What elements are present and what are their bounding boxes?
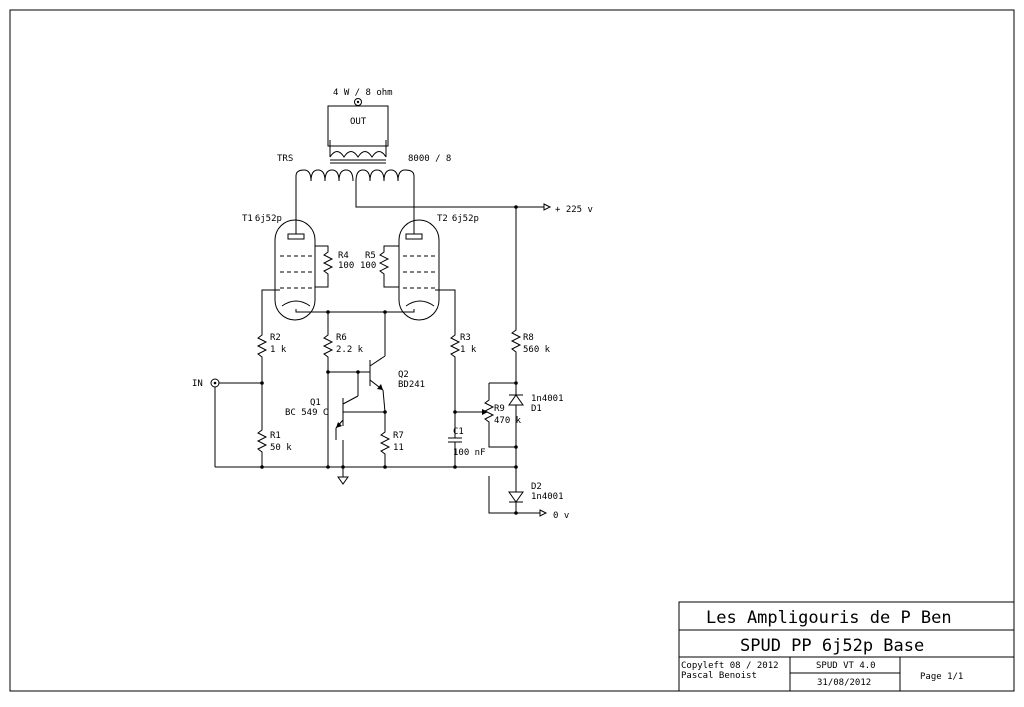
- resistor-r4: R4 100: [315, 245, 354, 288]
- b-plus-label: + 225 v: [555, 205, 593, 215]
- d1-type: 1n4001: [531, 394, 564, 404]
- title-block: Les Ampligouris de P Ben SPUD PP 6j52p B…: [678, 601, 1015, 692]
- q2-ref: Q2: [398, 370, 409, 380]
- tube-t2: T2 6j52p: [398, 190, 479, 321]
- resistor-r8: R8 560 k: [510, 207, 551, 383]
- r5-ref: R5: [365, 251, 376, 261]
- d2-type: 1n4001: [531, 492, 564, 502]
- q1-ref: Q1: [310, 398, 321, 408]
- title-version: SPUD VT 4.0: [816, 661, 876, 671]
- d2-ref: D2: [531, 482, 542, 492]
- q1-type: BC 549 C: [285, 408, 328, 418]
- title-main: SPUD PP 6j52p Base: [740, 636, 924, 656]
- resistor-r3: R3 1 k: [449, 330, 477, 412]
- title-page: Page 1/1: [920, 672, 963, 682]
- input-jack: IN: [192, 378, 264, 467]
- r5-value: 100: [360, 261, 376, 271]
- zero-volt-label: 0 v: [553, 511, 569, 521]
- q2-type: BD241: [398, 380, 425, 390]
- t2-grid-wire: [435, 289, 456, 330]
- r2-ref: R2: [270, 333, 281, 343]
- resistor-r7: R7 11: [379, 412, 404, 467]
- tube-t2-ref: T2: [437, 214, 448, 224]
- resistor-r6: R6 2.2 k: [322, 312, 364, 372]
- resistor-r1: R1 50 k: [256, 383, 292, 467]
- r6-ref: R6: [336, 333, 347, 343]
- transistor-q2: Q2 BD241: [369, 312, 425, 413]
- resistor-r2: R2 1 k: [256, 330, 287, 383]
- t1-grid-wire: [261, 289, 280, 330]
- diode-d1: 1n4001 D1: [508, 383, 564, 467]
- r8-ref: R8: [523, 333, 534, 343]
- sheet-border: [9, 9, 1015, 692]
- transformer-ratio: 8000 / 8: [408, 154, 451, 164]
- r7-ref: R7: [393, 431, 404, 441]
- output-connector: 4 W / 8 ohm OUT: [327, 88, 393, 147]
- transistor-q1: Q1 BC 549 C: [285, 372, 385, 440]
- r7-value: 11: [393, 443, 404, 453]
- r3-ref: R3: [460, 333, 471, 343]
- title-date: 31/08/2012: [817, 678, 871, 688]
- c1-ref: C1: [453, 427, 464, 437]
- r3-value: 1 k: [460, 345, 477, 355]
- title-author: Pascal Benoist: [681, 671, 757, 681]
- output-transformer: TRS 8000 / 8: [277, 140, 451, 190]
- r9-value: 470 k: [494, 416, 522, 426]
- r9-ref: R9: [494, 404, 505, 414]
- resistor-r5: R5 100: [360, 245, 399, 288]
- transformer-ref: TRS: [277, 154, 293, 164]
- cathode-bus: [295, 309, 415, 313]
- r6-value: 2.2 k: [336, 345, 364, 355]
- title-copyleft: Copyleft 08 / 2012: [681, 661, 779, 671]
- input-label: IN: [192, 379, 203, 389]
- r1-ref: R1: [270, 431, 281, 441]
- tube-t1-type: 6j52p: [255, 214, 282, 224]
- r2-value: 1 k: [270, 345, 287, 355]
- zero-volt-rail: 0 v: [488, 476, 569, 521]
- r1-value: 50 k: [270, 443, 292, 453]
- b-plus-rail: + 225 v: [355, 181, 593, 215]
- d1-ref: D1: [531, 404, 542, 414]
- r4-value: 100: [338, 261, 354, 271]
- r4-ref: R4: [338, 251, 349, 261]
- ground-symbol: [337, 467, 349, 485]
- output-load-label: 4 W / 8 ohm: [333, 88, 393, 98]
- potentiometer-r9: R9 470 k: [483, 383, 522, 448]
- tube-t2-type: 6j52p: [452, 214, 479, 224]
- c1-value: 100 nF: [453, 448, 486, 458]
- output-connector-label: OUT: [350, 117, 367, 127]
- title-org: Les Ampligouris de P Ben: [706, 608, 952, 628]
- tube-t1-ref: T1: [242, 214, 253, 224]
- r8-value: 560 k: [523, 345, 551, 355]
- diode-d2: D2 1n4001: [508, 467, 564, 513]
- capacitor-c1: C1 100 nF: [448, 412, 486, 467]
